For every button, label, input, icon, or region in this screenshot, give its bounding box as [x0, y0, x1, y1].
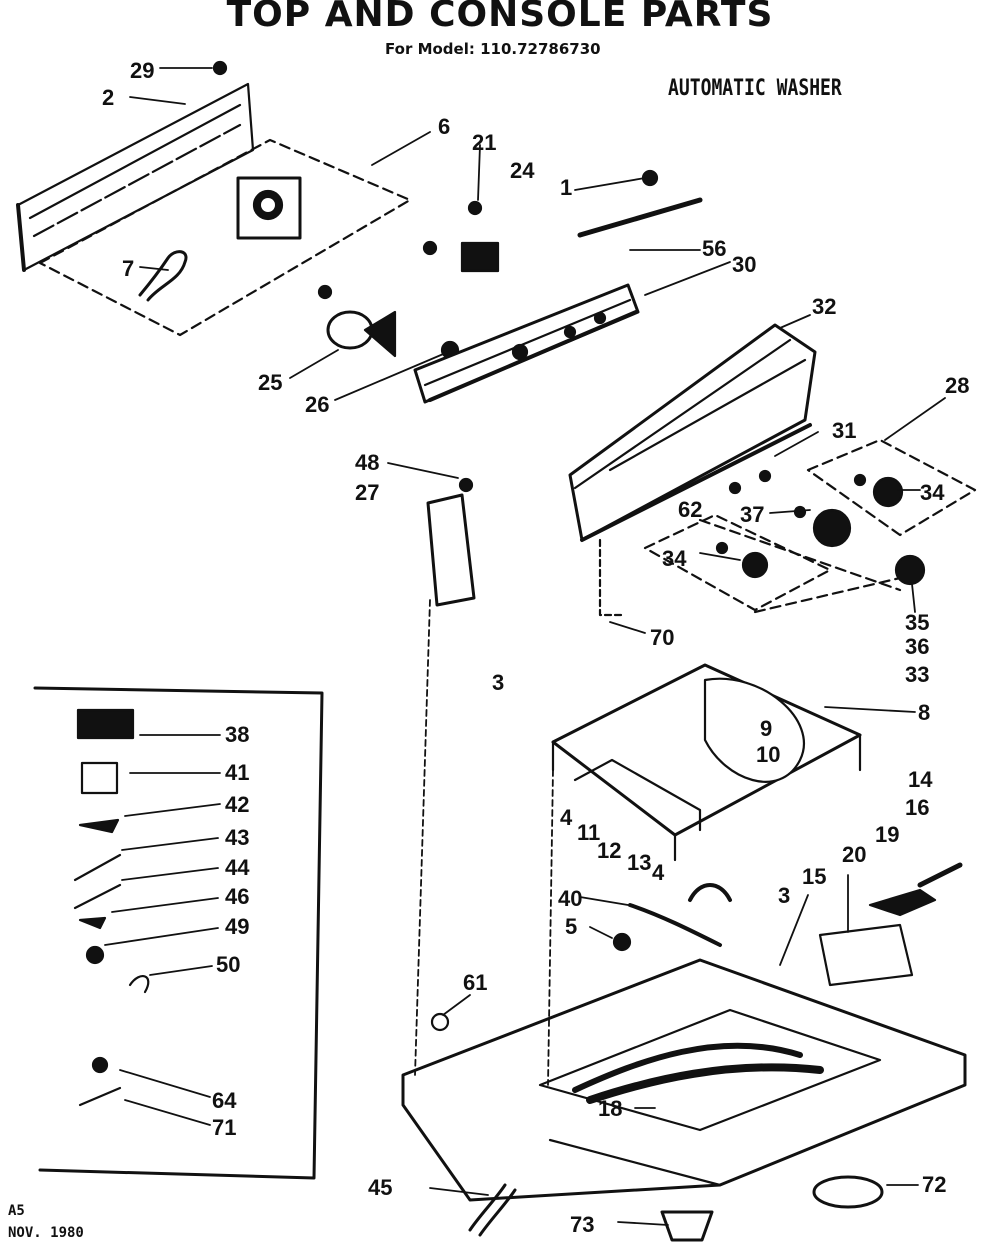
callout: 3: [778, 883, 790, 908]
callout: 48: [355, 450, 379, 475]
callout: 20: [842, 842, 866, 867]
callout: 38: [225, 722, 249, 747]
knob-panel-upper: [806, 438, 977, 537]
clip-part: [460, 241, 500, 273]
rear-console-panel: [16, 82, 255, 272]
callout: 3: [492, 670, 504, 695]
callout: 70: [650, 625, 674, 650]
callout: 12: [597, 838, 621, 863]
callout: 18: [598, 1096, 622, 1121]
wire-harness-part: [138, 250, 188, 302]
callout: 46: [225, 884, 249, 909]
model-number: For Model: 110.72786730: [385, 40, 601, 58]
callout: 6: [438, 114, 450, 139]
callout: 9: [760, 716, 772, 741]
callout: 62: [678, 497, 702, 522]
callout: 2: [102, 85, 114, 110]
callout: 50: [216, 952, 240, 977]
callout: 25: [258, 370, 282, 395]
leader-lines: [104, 67, 946, 1226]
callout: 37: [740, 502, 764, 527]
callout: 4: [560, 805, 573, 830]
console-bracket: [413, 283, 640, 404]
callout: 10: [756, 742, 780, 767]
callout: 33: [905, 662, 929, 687]
callout: 61: [463, 970, 487, 995]
callout: 43: [225, 825, 249, 850]
callout: 5: [565, 914, 577, 939]
callout: 34: [920, 480, 945, 505]
appliance-type: AUTOMATIC WASHER: [668, 76, 842, 101]
console-end-cap: [426, 493, 476, 607]
callout: 14: [908, 767, 933, 792]
callout: 21: [472, 130, 496, 155]
callout: 34: [662, 546, 687, 571]
power-cord: [468, 1183, 517, 1237]
callout: 64: [212, 1088, 237, 1113]
callout: 24: [510, 158, 535, 183]
washer-top-base: [401, 958, 967, 1202]
callout-labels: 29 2 6 21 24 1 56 30 7 25 26 32 28 31 48…: [102, 58, 969, 1237]
washer-top-cover: [551, 663, 862, 862]
callout: 16: [905, 795, 929, 820]
callout: 1: [560, 175, 572, 200]
kit-parts: [73, 708, 150, 1107]
callout: 44: [225, 855, 250, 880]
screws: [212, 60, 483, 300]
callout: 73: [570, 1212, 594, 1237]
callout: 30: [732, 252, 756, 277]
callout: 28: [945, 373, 969, 398]
callout: 32: [812, 294, 836, 319]
cup-part: [660, 1210, 714, 1242]
bracket-part: [818, 923, 914, 987]
callout: 35: [905, 610, 929, 635]
footer-note: A5 NOV. 1980: [8, 1200, 84, 1244]
callout: 29: [130, 58, 154, 83]
parts-kit-box: [33, 686, 324, 1180]
callout: 26: [305, 392, 329, 417]
callout: 8: [918, 700, 930, 725]
hose-bundle: [628, 883, 732, 947]
callout: 4: [652, 860, 665, 885]
ring-part: [812, 1175, 884, 1209]
callout: 71: [212, 1115, 236, 1140]
callout: 15: [802, 864, 826, 889]
callout: 7: [122, 256, 134, 281]
callout: 19: [875, 822, 899, 847]
callout: 56: [702, 236, 726, 261]
rod-part: [577, 197, 703, 238]
latch-part: [868, 888, 937, 917]
callout: 41: [225, 760, 249, 785]
callout: 13: [627, 850, 651, 875]
callout: 72: [922, 1172, 946, 1197]
footer-date: NOV. 1980: [8, 1225, 84, 1241]
timer-box: [236, 176, 302, 240]
callout: 42: [225, 792, 249, 817]
callout: 45: [368, 1175, 392, 1200]
diagram-title: TOP AND CONSOLE PARTS: [226, 0, 774, 35]
selector-switch: [326, 310, 460, 360]
knob-panel-lower: [643, 513, 832, 612]
callout: 40: [558, 886, 582, 911]
callout: 27: [355, 480, 379, 505]
console-housing: [568, 323, 817, 542]
callout: 11: [577, 820, 600, 845]
callout: 36: [905, 634, 929, 659]
knobs: [715, 469, 926, 586]
footer-code: A5: [8, 1203, 25, 1219]
callout: 49: [225, 914, 249, 939]
callout: 31: [832, 418, 856, 443]
